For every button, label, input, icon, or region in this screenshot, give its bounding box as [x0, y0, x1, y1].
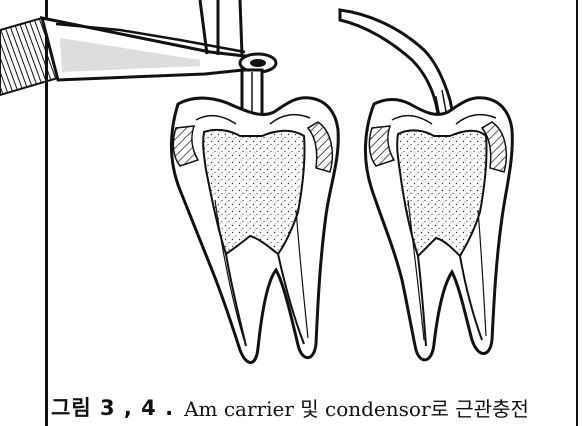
figure-caption: 그림 3 , 4 . Am carrier 및 condensor로 근관충전	[47, 390, 576, 424]
right-tooth	[365, 98, 512, 360]
figure-number: 그림 3 , 4 .	[51, 392, 174, 422]
left-tooth	[172, 98, 339, 363]
caption-text: Am carrier 및 condensor로 근관충전	[184, 393, 529, 422]
